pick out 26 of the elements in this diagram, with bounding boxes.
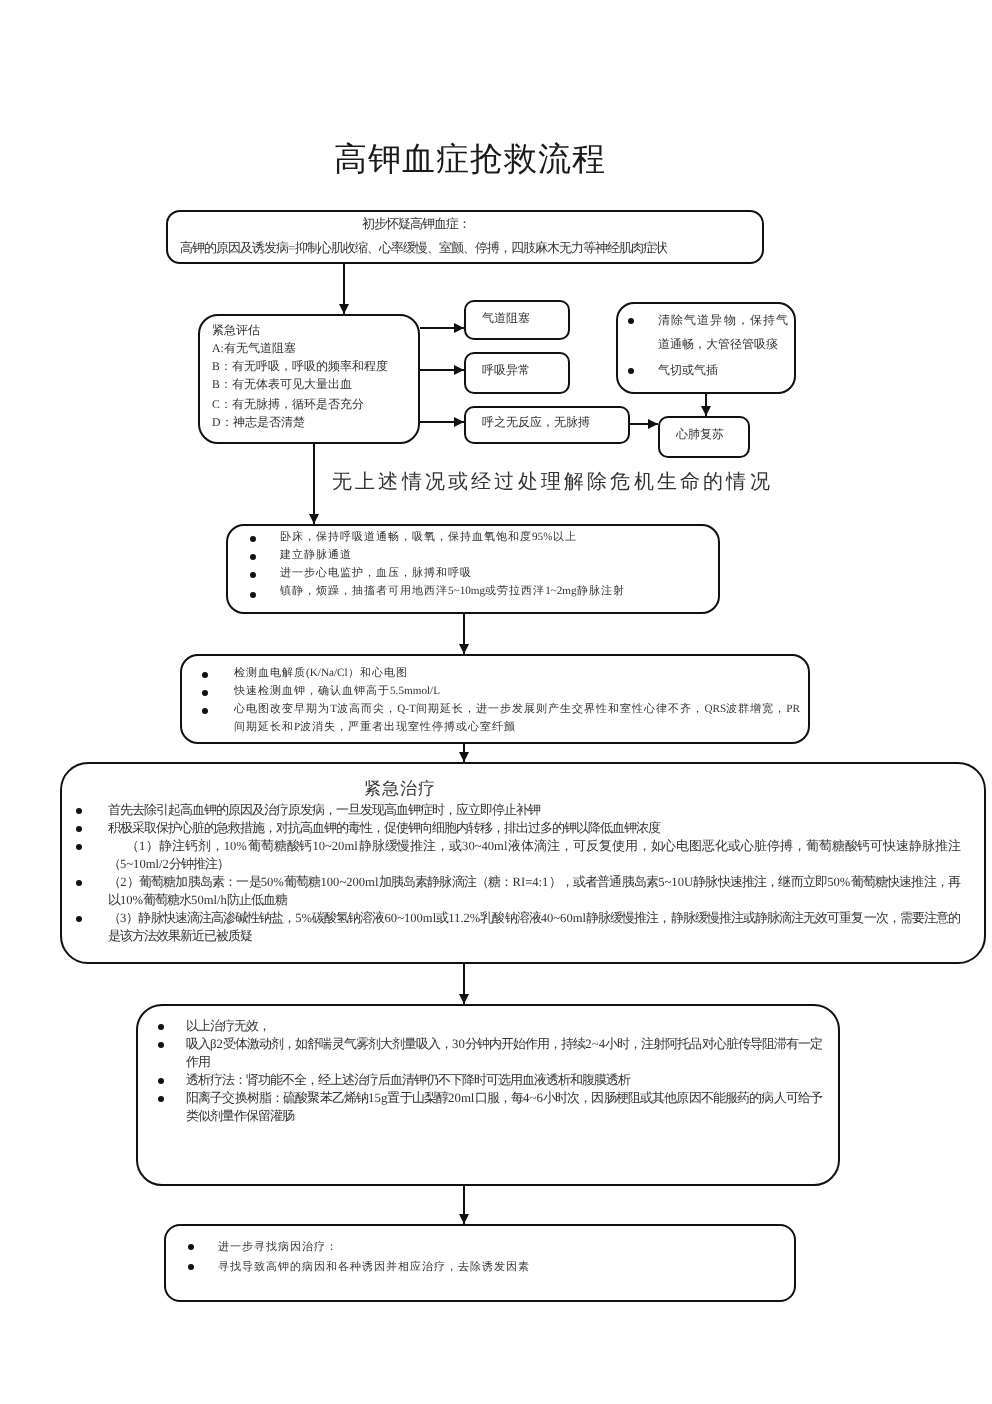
edge-label: 无上述情况或经过处理解除危机生命的情况 bbox=[330, 472, 775, 496]
arrow bbox=[339, 263, 349, 315]
process-box bbox=[464, 406, 630, 444]
arrow bbox=[419, 417, 465, 427]
process-box bbox=[616, 302, 796, 394]
arrow bbox=[419, 323, 465, 333]
process-box bbox=[164, 1224, 796, 1302]
arrow bbox=[309, 443, 319, 525]
arrow bbox=[459, 613, 469, 655]
process-box bbox=[136, 1004, 840, 1186]
process-box bbox=[226, 524, 720, 614]
process-box bbox=[658, 416, 750, 458]
process-box bbox=[198, 314, 420, 444]
arrow bbox=[459, 963, 469, 1005]
title: 高钾血症抢救流程 bbox=[332, 140, 608, 180]
process-box bbox=[166, 210, 764, 264]
arrow bbox=[629, 419, 659, 429]
arrow bbox=[459, 1185, 469, 1225]
arrow bbox=[701, 393, 711, 417]
process-box bbox=[464, 352, 570, 394]
process-box bbox=[464, 300, 570, 340]
process-box bbox=[60, 762, 986, 964]
arrow bbox=[459, 743, 469, 763]
arrow bbox=[419, 365, 465, 375]
process-box bbox=[180, 654, 810, 744]
box-heading: 紧急治疗 bbox=[364, 776, 436, 802]
